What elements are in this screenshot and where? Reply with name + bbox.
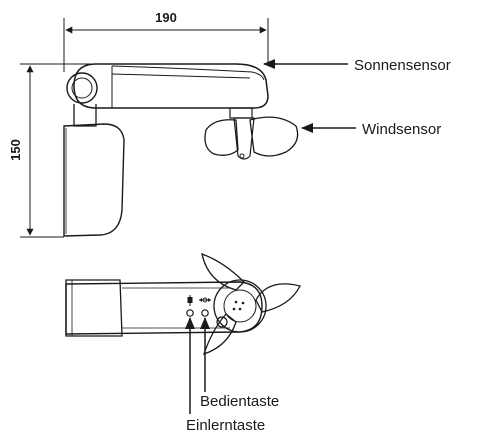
- width-dimension: 190: [63, 10, 269, 72]
- sensor-side-view: [63, 63, 299, 237]
- operating-button-symbol-icon: [199, 297, 211, 303]
- sun-sensor-label: Sonnensensor: [354, 57, 451, 74]
- operating-button-label: Bedientaste: [200, 393, 279, 410]
- wind-sensor-callout: Windsensor: [301, 121, 441, 138]
- sensor-top-view: [65, 252, 301, 356]
- learn-button-callout: Einlerntaste: [185, 317, 265, 434]
- learn-button-symbol-icon: [187, 295, 193, 306]
- learn-button-label: Einlerntaste: [186, 417, 265, 434]
- height-dimension-label: 150: [8, 139, 23, 161]
- operating-button-callout: Bedientaste: [200, 317, 279, 410]
- wind-sensor-label: Windsensor: [362, 121, 441, 138]
- width-dimension-label: 190: [155, 10, 177, 25]
- sun-sensor-callout: Sonnensensor: [263, 57, 451, 74]
